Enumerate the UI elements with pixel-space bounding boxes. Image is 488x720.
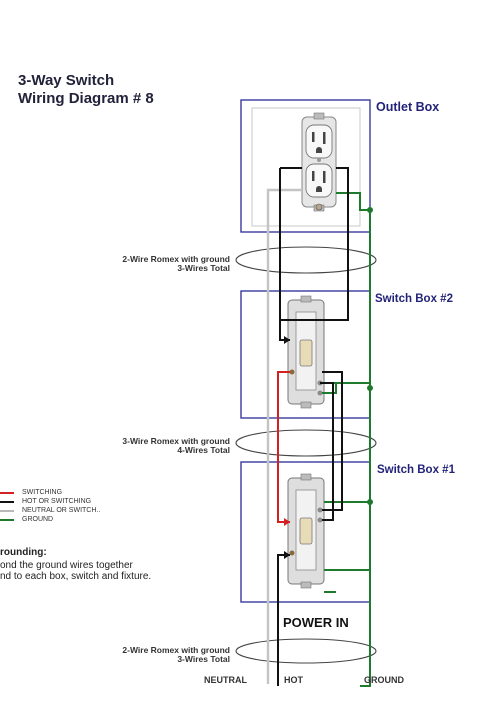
neutral-wire [266,188,302,684]
ground-label: GROUND [364,675,404,685]
cable-ellipse-middle [235,429,377,457]
cable-ellipse-bottom [235,638,377,664]
grounding-line2: nd to each box, switch and fixture. [0,571,152,582]
cable-bottom-line1: 2-Wire Romex with ground [122,645,230,655]
outlet-box [240,99,371,233]
cable-ellipse-top [235,246,377,274]
hot-label: HOT [284,675,303,685]
outlet-box-label: Outlet Box [376,100,440,114]
diagram-title-line2: Wiring Diagram # 8 [18,90,154,107]
switch-2-device [287,295,325,409]
cable-top-line1: 2-Wire Romex with ground [122,254,230,264]
neutral-label: NEUTRAL [204,675,247,685]
wire-legend: SWITCHING HOT OR SWITCHING NEUTRAL OR SW… [0,488,140,528]
hot-arrow-switch2 [284,336,290,344]
cable-label-bottom: 2-Wire Romex with ground 3-Wires Total [122,646,230,664]
outlet-box-inner [251,107,361,227]
cable-label-top: 2-Wire Romex with ground 3-Wires Total [122,255,230,273]
diagram-title-line1: 3-Way Switch [18,72,115,89]
cable-top-line2: 3-Wires Total [177,263,230,273]
cable-bottom-line2: 3-Wires Total [177,654,230,664]
cable-middle-line1: 3-Wire Romex with ground [122,436,230,446]
switch-1-device [287,473,325,589]
switch-box-1-label: Switch Box #1 [377,464,455,476]
legend-hot: HOT OR SWITCHING [22,498,92,505]
legend-ground: GROUND [22,516,54,523]
grounding-line1: ond the ground wires together [0,560,133,571]
ground-splice-switch2 [367,385,373,391]
power-in-label: POWER IN [283,615,349,630]
ground-wire [322,192,371,687]
switching-arrow [284,518,290,526]
legend-neutral: NEUTRAL OR SWITCH.. [22,507,101,514]
grounding-heading: rounding: [0,547,47,558]
legend-switching: SWITCHING [22,489,63,496]
switch-box-2-label: Switch Box #2 [375,293,453,305]
cable-label-middle: 3-Wire Romex with ground 4-Wires Total [122,437,230,455]
legend-swatch-neutral [0,510,14,512]
outlet-receptacle [301,112,337,212]
hot-wires [277,167,349,686]
hot-arrow-switch1 [284,551,290,559]
cable-middle-line2: 4-Wires Total [177,445,230,455]
legend-swatch-switching [0,492,14,494]
ground-splice-outlet [367,207,373,213]
legend-swatch-ground [0,519,14,521]
legend-swatch-hot [0,501,14,503]
